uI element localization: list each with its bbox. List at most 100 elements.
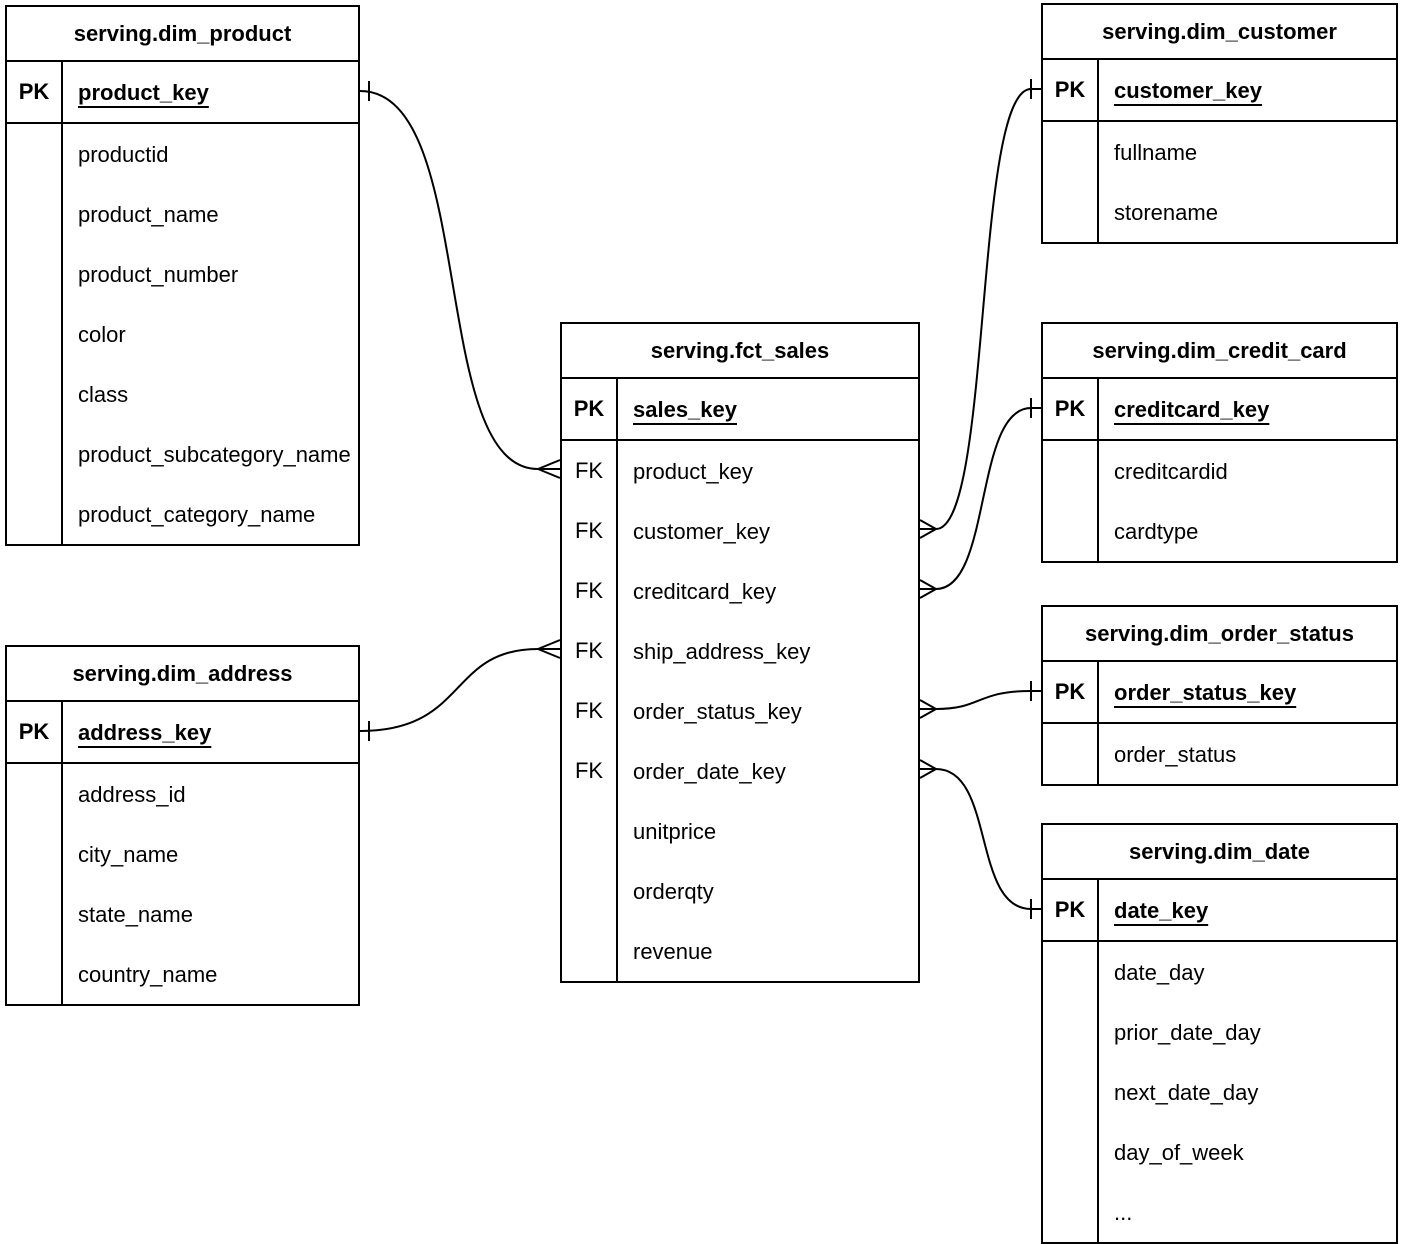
field-name: orderqty bbox=[633, 878, 714, 904]
table-row: city_​name bbox=[7, 824, 358, 884]
table-row: unitprice bbox=[562, 801, 918, 861]
edge-line[interactable] bbox=[920, 768, 1041, 910]
key-cell bbox=[7, 184, 63, 244]
field-name: order_​status_​key bbox=[633, 698, 802, 724]
table-title: serving.dim_product bbox=[7, 7, 358, 62]
field-name: country_​name bbox=[78, 961, 218, 987]
field-name: cardtype bbox=[1114, 518, 1199, 544]
field-name: customer_​key bbox=[1114, 77, 1262, 103]
edge-line[interactable] bbox=[359, 90, 560, 470]
table-dim-address[interactable]: serving.dim_address PK address_​key addr… bbox=[5, 645, 360, 1006]
table-dim-customer[interactable]: serving.dim_customer PK customer_​key fu… bbox=[1041, 3, 1398, 244]
key-cell bbox=[1043, 441, 1099, 501]
key-cell bbox=[562, 861, 618, 921]
table-row: country_​name bbox=[7, 944, 358, 1004]
table-fct-sales[interactable]: serving.fct_sales PK sales_​key FK produ… bbox=[560, 322, 920, 983]
key-cell: PK bbox=[1043, 379, 1099, 439]
table-row: PK order_​status_​key bbox=[1043, 662, 1396, 724]
field-name: date_​day bbox=[1114, 959, 1205, 985]
field-name: productid bbox=[78, 141, 169, 167]
edge-line[interactable] bbox=[920, 88, 1041, 530]
table-title: serving.fct_sales bbox=[562, 324, 918, 379]
edge-line[interactable] bbox=[920, 407, 1041, 590]
field-name: sales_​key bbox=[633, 396, 737, 422]
relation-order_status_key[interactable] bbox=[919, 681, 1041, 719]
field-name: color bbox=[78, 321, 126, 347]
key-cell: PK bbox=[562, 379, 618, 439]
table-row: day_​of_​week bbox=[1043, 1122, 1396, 1182]
table-row: next_​date_​day bbox=[1043, 1062, 1396, 1122]
table-row: creditcardid bbox=[1043, 441, 1396, 501]
key-cell bbox=[7, 304, 63, 364]
key-cell bbox=[7, 824, 63, 884]
key-cell: FK bbox=[562, 501, 618, 561]
table-row: PK creditcard_​key bbox=[1043, 379, 1396, 441]
field-name: product_​key bbox=[78, 79, 209, 105]
table-row: date_​day bbox=[1043, 942, 1396, 1002]
field-name: class bbox=[78, 381, 129, 407]
table-row: FK customer_​key bbox=[562, 501, 918, 561]
key-cell bbox=[1043, 182, 1099, 242]
table-row: ... bbox=[1043, 1182, 1396, 1242]
table-dim-date[interactable]: serving.dim_date PK date_​key date_​day … bbox=[1041, 823, 1398, 1244]
field-name: product_​category_​name bbox=[78, 501, 316, 527]
table-row: PK address_​key bbox=[7, 702, 358, 764]
field-name: date_​key bbox=[1114, 897, 1209, 923]
field-name: unitprice bbox=[633, 818, 717, 844]
relation-order_date_key[interactable] bbox=[919, 759, 1041, 919]
table-row: revenue bbox=[562, 921, 918, 981]
field-name: product_​subcategory_​name bbox=[78, 441, 351, 467]
field-name: ... bbox=[1114, 1199, 1133, 1225]
edge-line[interactable] bbox=[359, 648, 560, 732]
table-row: class bbox=[7, 364, 358, 424]
key-cell bbox=[1043, 1002, 1099, 1062]
table-row: orderqty bbox=[562, 861, 918, 921]
table-row: FK order_​status_​key bbox=[562, 681, 918, 741]
table-dim-order-status[interactable]: serving.dim_order_status PK order_​statu… bbox=[1041, 605, 1398, 786]
field-name: storename bbox=[1114, 199, 1218, 225]
table-row: product_​subcategory_​name bbox=[7, 424, 358, 484]
table-row: state_​name bbox=[7, 884, 358, 944]
field-name: order_​status_​key bbox=[1114, 679, 1297, 705]
field-name: ship_​address_​key bbox=[633, 638, 811, 664]
field-name: address_​key bbox=[78, 719, 212, 745]
key-cell bbox=[1043, 724, 1099, 784]
field-name: order_​status bbox=[1114, 741, 1237, 767]
table-dim-product[interactable]: serving.dim_product PK product_​key prod… bbox=[5, 5, 360, 546]
table-row: cardtype bbox=[1043, 501, 1396, 561]
table-row: PK sales_​key bbox=[562, 379, 918, 441]
table-row: prior_​date_​day bbox=[1043, 1002, 1396, 1062]
relation-product_key[interactable] bbox=[359, 81, 561, 479]
key-cell bbox=[1043, 1122, 1099, 1182]
field-name: day_​of_​week bbox=[1114, 1139, 1244, 1165]
key-cell bbox=[7, 424, 63, 484]
key-cell: FK bbox=[562, 441, 618, 501]
table-row: FK product_​key bbox=[562, 441, 918, 501]
table-title: serving.dim_order_status bbox=[1043, 607, 1396, 662]
relation-creditcard_key[interactable] bbox=[919, 398, 1041, 599]
table-row: FK order_​date_​key bbox=[562, 741, 918, 801]
table-row: address_​id bbox=[7, 764, 358, 824]
edge-line[interactable] bbox=[920, 690, 1041, 710]
key-cell: PK bbox=[1043, 60, 1099, 120]
key-cell bbox=[7, 764, 63, 824]
table-row: storename bbox=[1043, 182, 1396, 242]
table-row: productid bbox=[7, 124, 358, 184]
key-cell bbox=[1043, 1062, 1099, 1122]
key-cell bbox=[562, 801, 618, 861]
field-name: creditcard_​key bbox=[1114, 396, 1270, 422]
key-cell bbox=[7, 484, 63, 544]
key-cell: PK bbox=[1043, 880, 1099, 940]
table-title: serving.dim_address bbox=[7, 647, 358, 702]
key-cell bbox=[7, 124, 63, 184]
key-cell bbox=[7, 944, 63, 1004]
relation-customer_key[interactable] bbox=[919, 79, 1041, 539]
table-dim-credit-card[interactable]: serving.dim_credit_card PK creditcard_​k… bbox=[1041, 322, 1398, 563]
field-name: city_​name bbox=[78, 841, 179, 867]
relation-ship_address_key[interactable] bbox=[359, 639, 561, 741]
table-row: product_​category_​name bbox=[7, 484, 358, 544]
field-name: product_​key bbox=[633, 458, 753, 484]
table-row: fullname bbox=[1043, 122, 1396, 182]
key-cell bbox=[562, 921, 618, 981]
key-cell bbox=[1043, 942, 1099, 1002]
